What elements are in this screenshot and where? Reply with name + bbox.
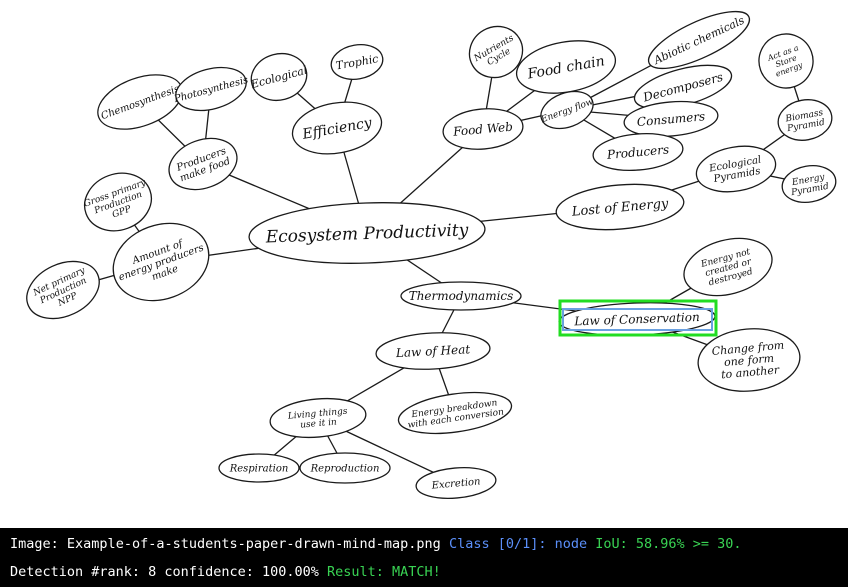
- node-photosynthesis: Photosynthesis: [172, 66, 250, 112]
- node-act-as-store: Act as aStoreenergy: [758, 33, 814, 89]
- node-consumers: Consumers: [623, 100, 719, 138]
- node-shape-producers-make-food: [168, 137, 238, 191]
- node-food-chain: Food chain: [515, 40, 617, 94]
- node-lost-energy: Lost of Energy: [555, 183, 685, 231]
- node-shape-lost-energy: [555, 183, 685, 231]
- node-energy-not-created: Energy notcreated ordestroyed: [683, 237, 773, 297]
- node-trophic: Trophic: [330, 44, 384, 80]
- node-shape-reproduction: [299, 452, 391, 484]
- node-energy-pyramid: EnergyPyramid: [781, 165, 837, 203]
- node-nutrients-cycle: NutrientsCycle: [468, 25, 524, 79]
- detection-status-bar: Image: Example-of-a-students-paper-drawn…: [0, 528, 848, 587]
- node-thermodynamics: Thermodynamics: [400, 281, 522, 311]
- node-npp: Net primaryProductionNPP: [26, 260, 100, 320]
- result-text: Result: MATCH!: [327, 564, 441, 580]
- status-line-image: Image: Example-of-a-students-paper-drawn…: [10, 536, 742, 552]
- node-shape-consumers: [623, 100, 719, 138]
- status-line-detection: Detection #rank: 8 confidence: 100.00% R…: [10, 564, 441, 580]
- node-shape-ecological-pyramids: [695, 145, 777, 193]
- node-shape-energy-pyramid: [781, 165, 837, 203]
- node-shape-producers: [592, 132, 684, 172]
- node-ecological-pyramids: EcologicalPyramids: [695, 145, 777, 193]
- detection-box: [558, 299, 718, 337]
- node-shape-abiotic: [647, 10, 751, 70]
- node-shape-excretion: [415, 467, 497, 499]
- node-center: Ecosystem Productivity: [248, 202, 486, 264]
- node-food-web: Food Web: [442, 108, 524, 150]
- node-producers: Producers: [592, 132, 684, 172]
- node-label-respiration: Respiration: [229, 464, 289, 475]
- node-shape-biomass-pyramid: [777, 99, 833, 141]
- node-label-change-form: Change fromone formto another: [711, 339, 787, 382]
- node-shape-act-as-store: [758, 33, 814, 89]
- node-label-living-things: Living thingsuse it in: [286, 407, 349, 432]
- node-respiration: Respiration: [218, 453, 300, 483]
- node-shape-energy-flow: [540, 90, 594, 130]
- node-shape-energy-not-created: [683, 237, 773, 297]
- node-shape-law-heat: [375, 332, 491, 370]
- node-shape-ecological: [250, 52, 308, 102]
- node-shape-thermodynamics: [400, 281, 522, 311]
- node-label-law-heat: Law of Heat: [395, 342, 471, 360]
- node-excretion: Excretion: [415, 467, 497, 499]
- node-shape-food-web: [442, 108, 524, 150]
- node-shape-photosynthesis: [175, 66, 247, 112]
- node-shape-amount-energy: [112, 222, 210, 302]
- iou-text: IoU: 58.96% >= 30.: [595, 536, 742, 552]
- node-biomass-pyramid: BiomassPyramid: [777, 99, 833, 141]
- node-shape-living-things: [269, 397, 367, 439]
- node-shape-efficiency: [291, 101, 383, 155]
- detection-text: Detection #rank: 8 confidence: 100.00%: [10, 564, 319, 580]
- node-label-law-conservation: Law of Conservation: [573, 310, 700, 328]
- node-shape-respiration: [218, 453, 300, 483]
- node-shape-energy-breakdown: [397, 391, 513, 435]
- node-law-conservation: Law of Conservation: [558, 302, 716, 336]
- image-label: Image:: [10, 536, 59, 552]
- node-label-excretion: Excretion: [430, 476, 481, 491]
- class-label: Class [0/1]: node: [448, 536, 588, 552]
- node-law-heat: Law of Heat: [375, 332, 491, 370]
- node-label-reproduction: Reproduction: [310, 464, 380, 475]
- node-energy-breakdown: Energy breakdownwith each conversion: [397, 391, 513, 435]
- node-reproduction: Reproduction: [299, 452, 391, 484]
- node-shape-npp: [26, 260, 100, 320]
- node-shape-center: [248, 202, 486, 264]
- node-chemosynthesis: Chemosynthesis: [97, 74, 183, 130]
- node-label-thermodynamics: Thermodynamics: [409, 289, 514, 303]
- node-label-producers: Producers: [605, 143, 669, 162]
- node-amount-energy: Amount ofenergy producersmake: [112, 222, 210, 302]
- image-filename: Example-of-a-students-paper-drawn-mind-m…: [66, 536, 441, 552]
- node-efficiency: Efficiency: [291, 101, 383, 155]
- node-label-consumers: Consumers: [636, 109, 705, 129]
- node-shape-gpp: [83, 172, 153, 232]
- ground-truth-box: [562, 308, 713, 331]
- node-label-food-web: Food Web: [452, 120, 514, 139]
- node-change-form: Change fromone formto another: [697, 328, 801, 392]
- node-living-things: Living thingsuse it in: [269, 397, 367, 439]
- node-ecological: Ecological: [249, 52, 309, 102]
- mind-map-svg: Ecosystem ProductivityEfficiencyEcologic…: [26, 10, 837, 499]
- node-gpp: Gross primaryProductionGPP: [83, 172, 153, 232]
- node-shape-nutrients-cycle: [468, 25, 524, 79]
- node-shape-change-form: [697, 328, 801, 392]
- node-producers-make-food: Producersmake food: [168, 137, 238, 191]
